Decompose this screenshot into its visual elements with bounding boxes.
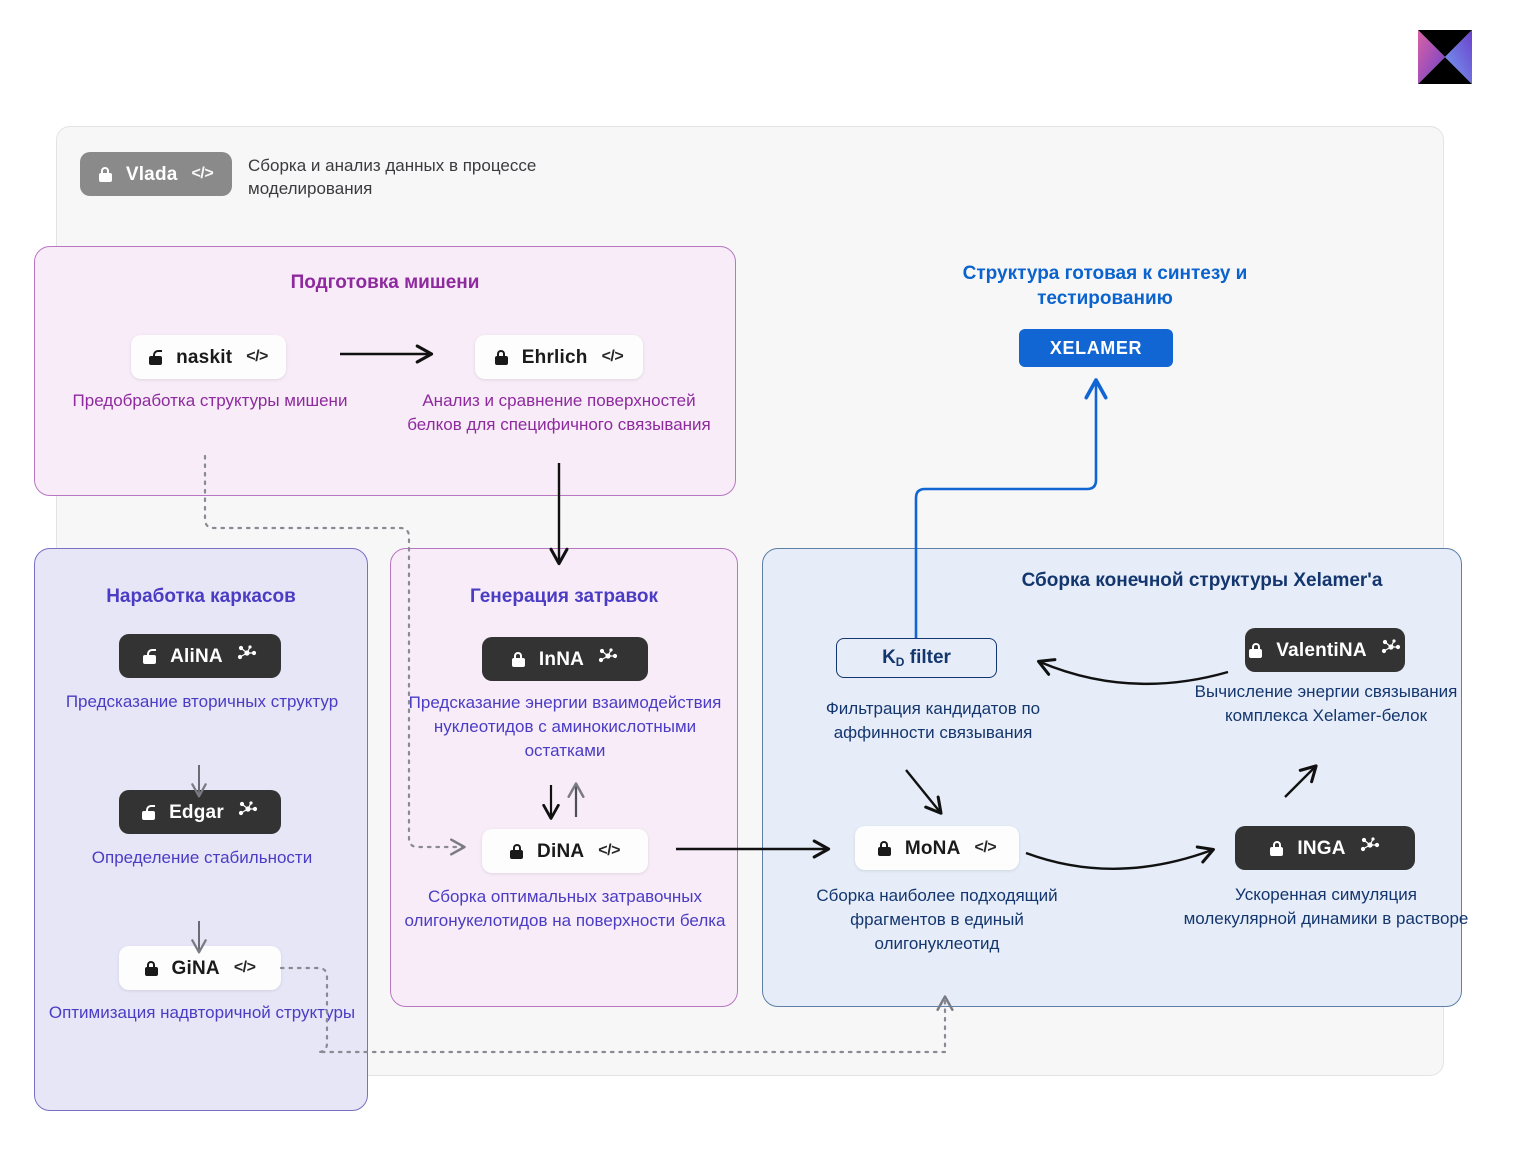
node-alina-desc: Предсказание вторичных структур: [65, 692, 339, 711]
code-icon: </>: [601, 348, 624, 365]
node-naskit[interactable]: naskit </>: [131, 335, 286, 379]
molecule-icon: [1360, 837, 1380, 859]
lock-open-icon: [149, 349, 163, 365]
lock-icon: [510, 843, 524, 859]
molecule-icon: [237, 645, 257, 667]
lock-icon: [511, 651, 525, 667]
panel-title: Наработка каркасов: [106, 586, 296, 607]
panel-title: Генерация затравок: [469, 586, 659, 607]
node-naskit-desc: Предобработка структуры мишени: [72, 391, 348, 410]
molecule-icon: [1381, 639, 1401, 661]
node-mona-desc: Сборка наиболее подходящий фрагментов в …: [816, 886, 1058, 954]
code-icon: </>: [233, 959, 256, 976]
panel-final-assembly: Сборка конечной структуры Xelamer'a Филь…: [762, 548, 1468, 1007]
node-ehrlich[interactable]: Ehrlich </>: [475, 335, 643, 379]
panel-scaffold-production: Наработка каркасов AliNA Предсказание вт…: [34, 548, 368, 1111]
node-edgar[interactable]: Edgar: [119, 790, 281, 834]
lock-icon: [1270, 840, 1284, 856]
panel-primer-generation: Генерация затравок InNA Предсказание эне…: [390, 548, 738, 1007]
header-caption: Сборка и анализ данных в процессе модели…: [248, 156, 537, 198]
node-label: GiNA: [171, 957, 220, 979]
node-valentina[interactable]: ValentiNA: [1245, 628, 1405, 672]
kd-filter-label: KD filter: [882, 647, 951, 669]
molecule-icon: [598, 648, 618, 670]
chip-vlada[interactable]: Vlada </>: [80, 152, 232, 196]
code-icon: </>: [598, 842, 620, 859]
code-icon: </>: [246, 348, 268, 365]
lock-icon: [494, 349, 508, 365]
node-kd-filter[interactable]: KD filter: [836, 638, 997, 678]
xelamer-logo: [1414, 28, 1476, 86]
node-ehrlich-desc: Анализ и сравнение поверхностей белков д…: [407, 391, 711, 435]
panel-title: Сборка конечной структуры Xelamer'a: [1021, 570, 1383, 591]
node-inna-desc: Предсказание энергии взаимодействия нукл…: [408, 693, 722, 761]
chip-label: Vlada: [125, 163, 178, 185]
node-label: naskit: [176, 346, 233, 368]
xelamer-title: Структура готовая к синтезу и тестирован…: [962, 263, 1248, 309]
node-mona[interactable]: MoNA </>: [855, 826, 1019, 870]
xelamer-button[interactable]: XELAMER: [1019, 329, 1173, 367]
panel-target-preparation: Подготовка мишени naskit </> Предобработ…: [34, 246, 736, 496]
node-label: MoNA: [904, 837, 961, 859]
code-icon: </>: [974, 839, 997, 856]
lock-icon: [98, 166, 112, 182]
node-dina-desc: Сборка оптимальных затравочных олигонуке…: [404, 887, 726, 931]
node-gina-desc: Оптимизация надвторичной структуры: [48, 1003, 356, 1022]
node-label: AliNA: [170, 645, 223, 667]
node-label: ValentiNA: [1276, 639, 1367, 661]
node-alina[interactable]: AliNA: [119, 634, 281, 678]
node-label: Edgar: [169, 801, 224, 823]
node-label: DiNA: [537, 840, 585, 862]
lock-icon: [877, 840, 891, 856]
header-row: Vlada </> Сборка и анализ данных в проце…: [80, 152, 578, 201]
code-icon: </>: [191, 165, 214, 182]
node-kd-desc: Фильтрация кандидатов по аффинности связ…: [825, 699, 1041, 743]
lock-icon: [1249, 642, 1263, 658]
node-label: INGA: [1297, 837, 1346, 859]
lock-open-icon: [142, 804, 156, 820]
node-inna[interactable]: InNA: [482, 637, 648, 681]
node-label: InNA: [538, 648, 585, 670]
panel-title: Подготовка мишени: [290, 272, 480, 293]
molecule-icon: [238, 801, 258, 823]
node-gina[interactable]: GiNA </>: [119, 946, 281, 990]
lock-icon: [144, 960, 158, 976]
node-edgar-desc: Определение стабильности: [91, 848, 313, 867]
node-label: Ehrlich: [521, 346, 588, 368]
node-inga[interactable]: INGA: [1235, 826, 1415, 870]
node-dina[interactable]: DiNA </>: [482, 829, 648, 873]
lock-open-icon: [143, 648, 157, 664]
node-valentina-desc: Вычисление энергии связывания комплекса …: [1194, 682, 1458, 726]
node-inga-desc: Ускоренная симуляция молекулярной динами…: [1183, 885, 1469, 929]
